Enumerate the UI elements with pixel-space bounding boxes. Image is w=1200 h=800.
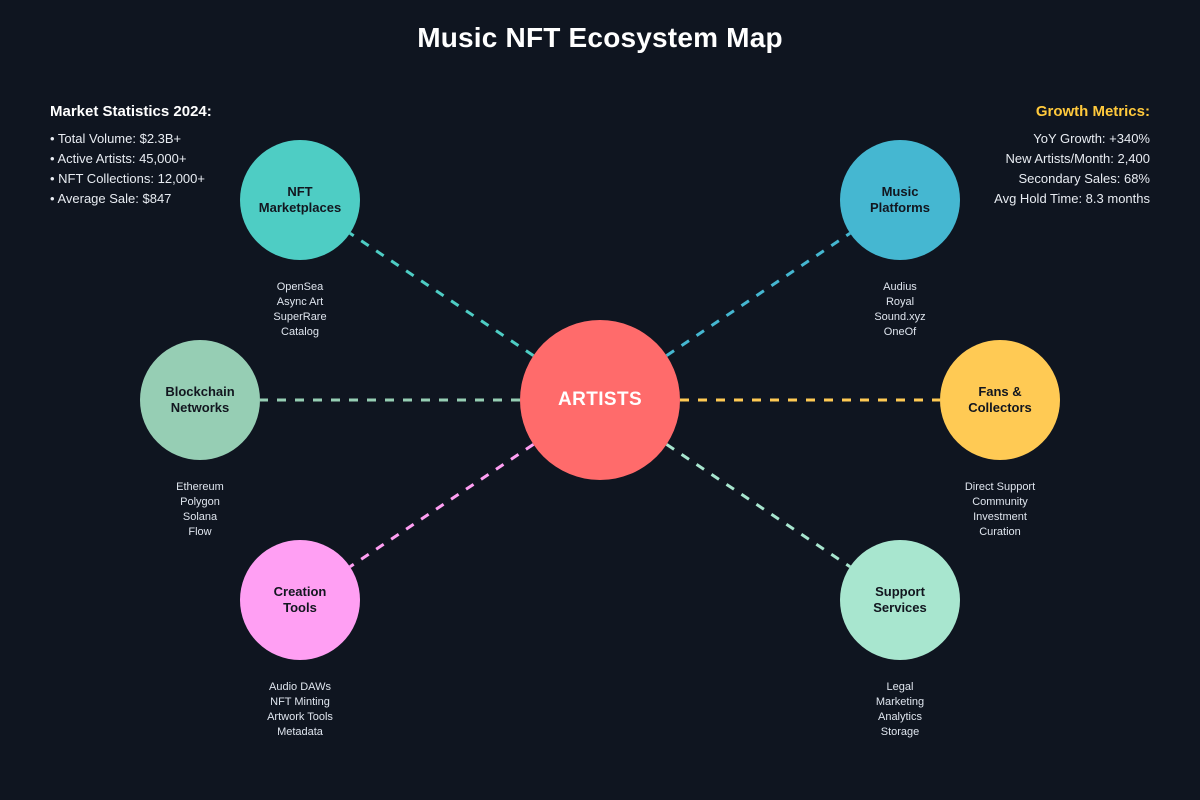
node-artists[interactable]: ARTISTS [520, 320, 680, 480]
node-label-blockchain-networks: Blockchain Networks [165, 384, 235, 415]
node-label-nft-marketplaces: NFT Marketplaces [258, 184, 342, 215]
growth-metrics-panel: Growth Metrics: YoY Growth: +340% New Ar… [850, 103, 1150, 209]
node-items-fans-collectors: Direct Support Community Investment Cura… [964, 481, 1036, 538]
market-statistics-item: • NFT Collections: 12,000+ [50, 171, 205, 186]
market-statistics-title: Market Statistics 2024: [50, 103, 212, 120]
node-fans-collectors[interactable]: Fans & Collectors [940, 340, 1060, 460]
node-blockchain-networks[interactable]: Blockchain Networks [140, 340, 260, 460]
node-label-fans-collectors: Fans & Collectors [968, 384, 1032, 415]
node-items-blockchain-networks: Ethereum Polygon Solana Flow [176, 481, 224, 538]
node-items-support-services: Legal Marketing Analytics Storage [875, 681, 925, 738]
growth-metrics-title: Growth Metrics: [1035, 103, 1150, 120]
growth-metrics-item: Avg Hold Time: 8.3 months [994, 191, 1150, 206]
market-statistics-item: • Total Volume: $2.3B+ [50, 131, 182, 146]
market-statistics-panel: Market Statistics 2024: • Total Volume: … [50, 103, 310, 209]
node-creation-tools[interactable]: Creation Tools [240, 540, 360, 660]
node-label-artists: ARTISTS [557, 389, 643, 411]
node-nft-marketplaces[interactable]: NFT Marketplaces [240, 140, 360, 260]
node-music-platforms[interactable]: Music Platforms [840, 140, 960, 260]
node-support-services[interactable]: Support Services [840, 540, 960, 660]
page-title: Music NFT Ecosystem Map [417, 22, 783, 53]
growth-metrics-item: New Artists/Month: 2,400 [1005, 151, 1150, 166]
node-items-nft-marketplaces: OpenSea Async Art SuperRare Catalog [273, 281, 327, 338]
node-items-creation-tools: Audio DAWs NFT Minting Artwork Tools Met… [267, 681, 333, 738]
node-label-creation-tools: Creation Tools [273, 584, 327, 615]
node-label-support-services: Support Services [873, 584, 927, 615]
node-label-music-platforms: Music Platforms [870, 184, 930, 215]
growth-metrics-item: YoY Growth: +340% [1033, 131, 1150, 146]
edge-artists-creation-tools [349, 443, 535, 568]
market-statistics-item: • Active Artists: 45,000+ [50, 151, 187, 166]
growth-metrics-item: Secondary Sales: 68% [1018, 171, 1150, 186]
node-items-music-platforms: Audius Royal Sound.xyz OneOf [874, 281, 926, 338]
market-statistics-item: • Average Sale: $847 [50, 191, 172, 206]
edge-artists-support-services [665, 443, 851, 568]
